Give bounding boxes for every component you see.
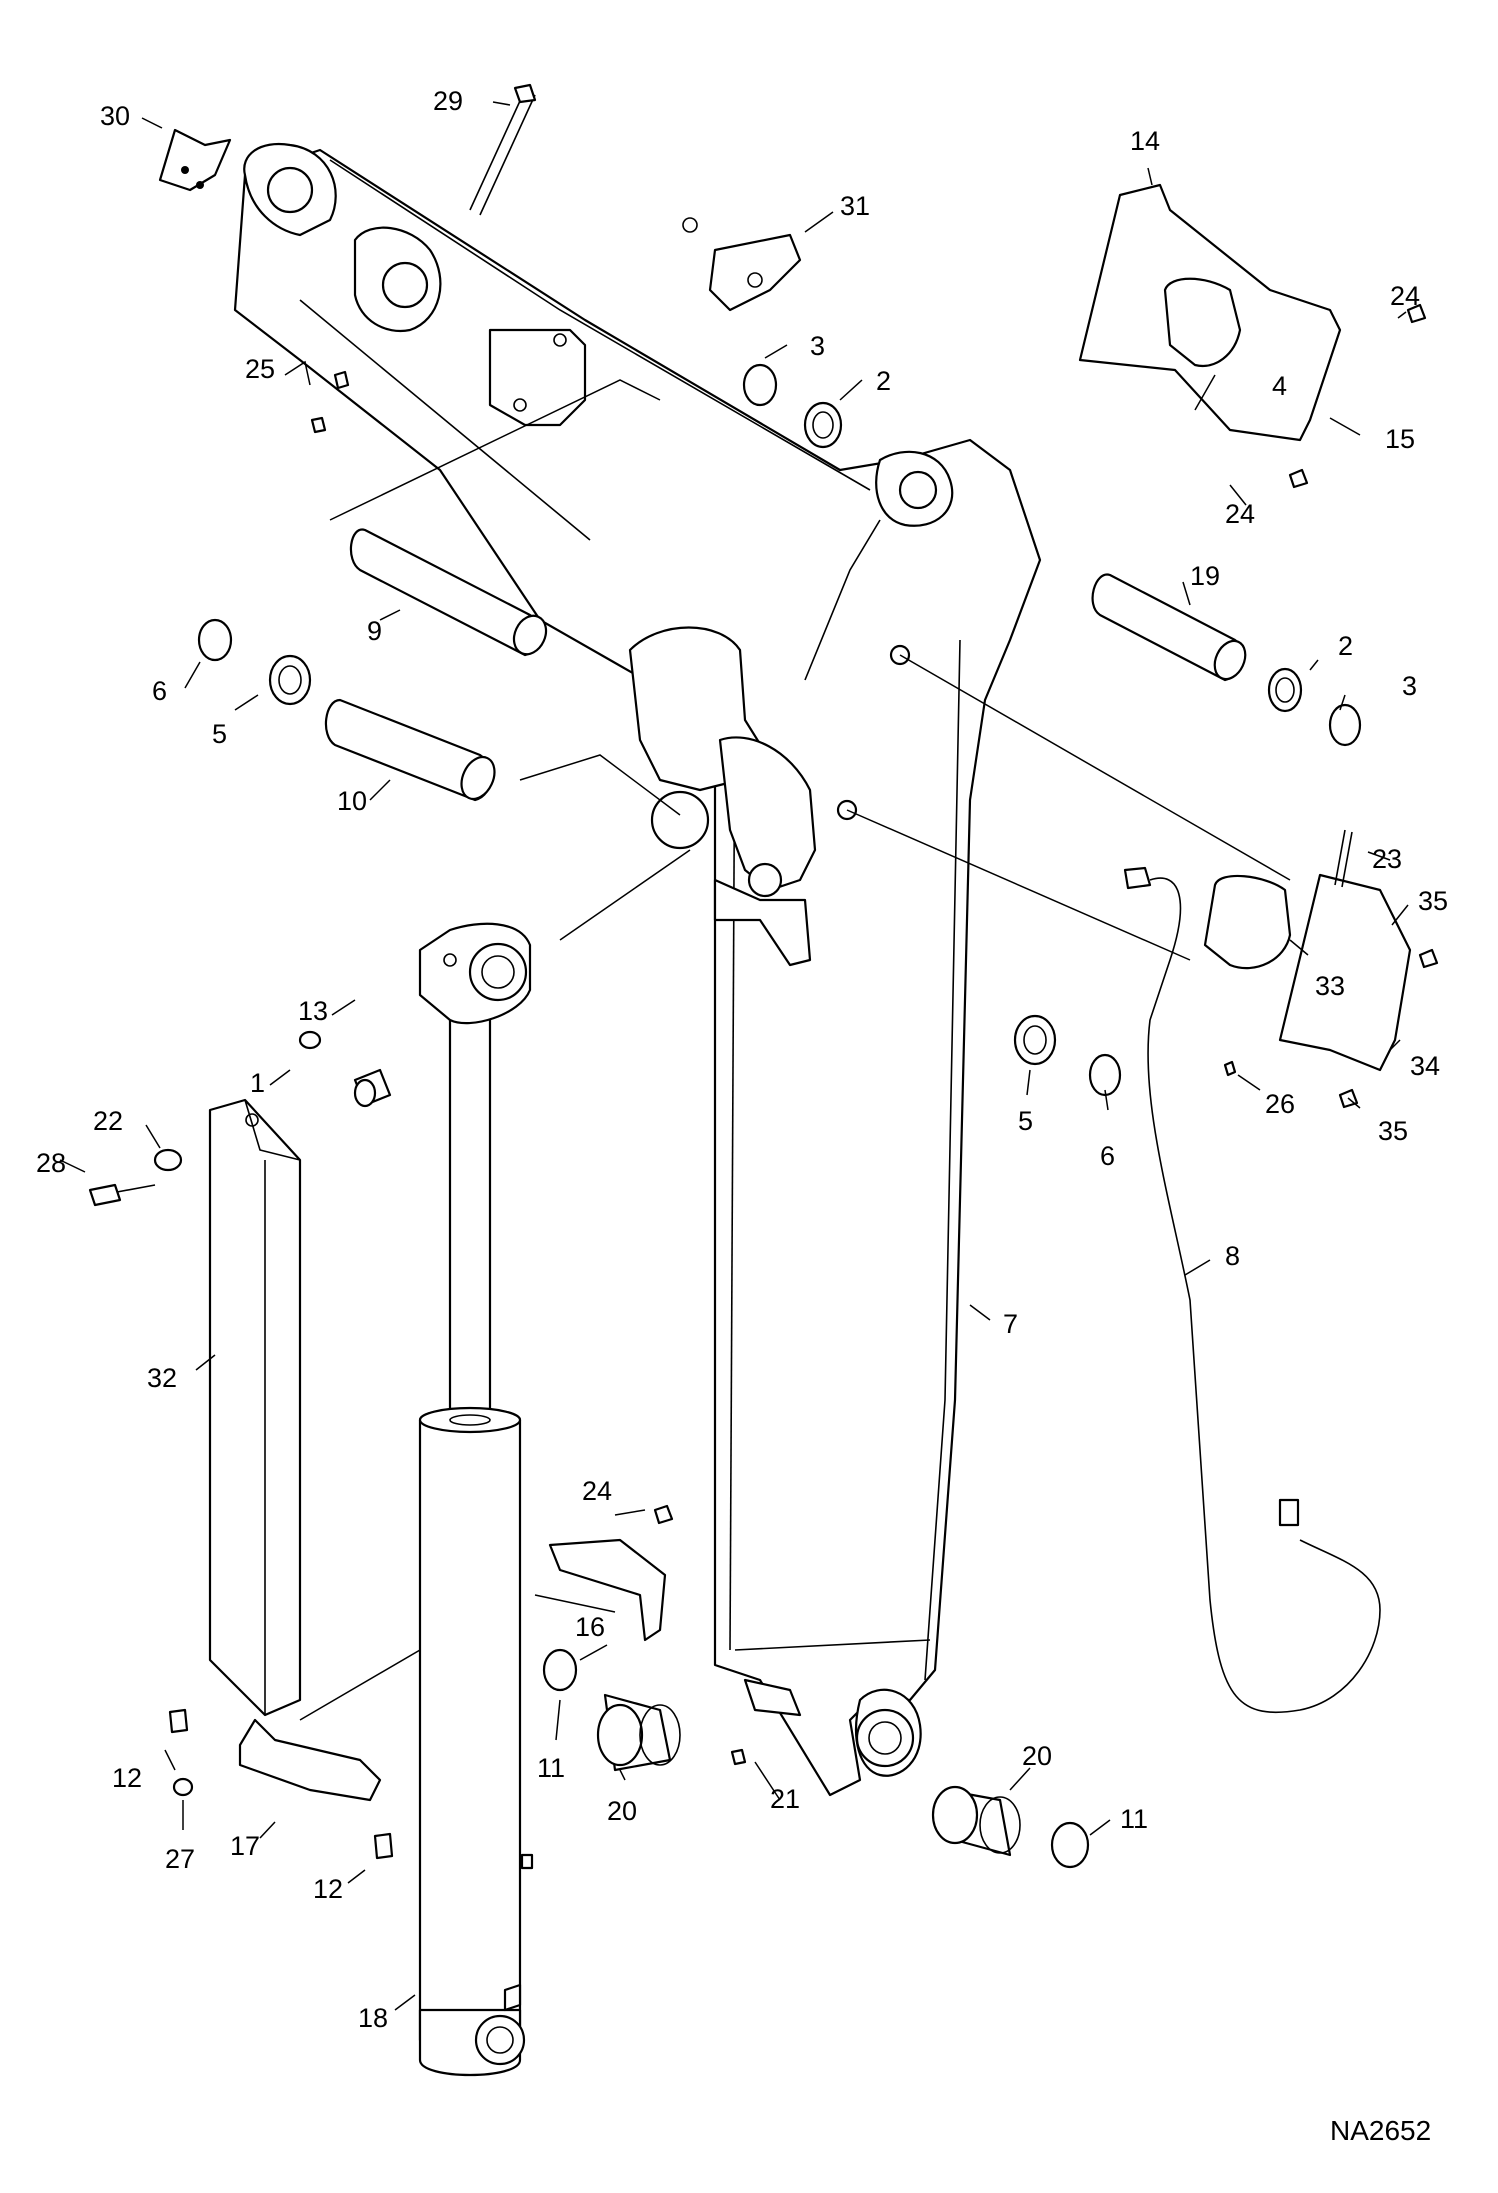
callout-35-top: 35 (1418, 886, 1448, 916)
callout-25: 25 (245, 354, 275, 384)
callout-31: 31 (840, 191, 870, 221)
callout-19: 19 (1190, 561, 1220, 591)
callout-21: 21 (770, 1784, 800, 1814)
hardware (88, 83, 1439, 1860)
callout-24-top: 24 (1390, 281, 1420, 311)
callout-30: 30 (100, 101, 130, 131)
wire-harness (1123, 866, 1381, 1714)
brackets (238, 183, 1412, 1802)
callout-2-right: 2 (1338, 631, 1353, 661)
callout-22: 22 (93, 1106, 123, 1136)
guard-plate (208, 1098, 302, 1717)
drawing-code: NA2652 (1330, 2115, 1431, 2146)
callout-32: 32 (147, 1363, 177, 1393)
callout-27: 27 (165, 1844, 195, 1874)
callout-11-left: 11 (537, 1753, 565, 1783)
callout-34: 34 (1410, 1051, 1440, 1081)
callout-29: 29 (433, 86, 463, 116)
callout-26: 26 (1265, 1089, 1295, 1119)
hydraulic-cylinder (418, 922, 534, 2077)
callout-18: 18 (358, 2003, 388, 2033)
callout-9: 9 (367, 616, 382, 646)
callout-2-top: 2 (876, 366, 891, 396)
callout-16: 16 (575, 1612, 605, 1642)
callout-33: 33 (1315, 971, 1345, 1001)
pins (324, 528, 1247, 802)
washers-and-rings (153, 363, 1362, 1869)
callout-35-bottom: 35 (1378, 1116, 1408, 1146)
callout-6-right: 6 (1100, 1141, 1115, 1171)
callout-14: 14 (1130, 126, 1160, 156)
callout-10: 10 (337, 786, 367, 816)
callout-8: 8 (1225, 1241, 1240, 1271)
callout-13: 13 (298, 996, 328, 1026)
callout-28: 28 (36, 1148, 66, 1178)
callout-5-left: 5 (212, 719, 227, 749)
callout-23: 23 (1372, 844, 1402, 874)
callout-12-left: 12 (112, 1763, 142, 1793)
callout-12-right: 12 (313, 1874, 343, 1904)
callout-11-right: 11 (1120, 1804, 1148, 1834)
leader-lines (59, 101, 1409, 2011)
callout-20-left: 20 (607, 1796, 637, 1826)
callout-17: 17 (230, 1831, 260, 1861)
callout-15: 15 (1385, 424, 1415, 454)
callout-24-mid: 24 (1225, 499, 1255, 529)
callout-24-lower: 24 (582, 1476, 612, 1506)
callout-4: 4 (1272, 371, 1287, 401)
callout-3-right: 3 (1402, 671, 1417, 701)
bushings (353, 1068, 1021, 1857)
callout-3-top: 3 (810, 331, 825, 361)
callout-5-right: 5 (1018, 1106, 1033, 1136)
arm-body (233, 142, 1042, 1797)
callout-6-left: 6 (152, 676, 167, 706)
callout-1: 1 (250, 1068, 265, 1098)
callout-labels: 30 29 31 14 24 25 3 2 4 15 24 19 9 2 6 3… (36, 86, 1448, 2146)
callout-7: 7 (1003, 1309, 1018, 1339)
callout-20-right: 20 (1022, 1741, 1052, 1771)
